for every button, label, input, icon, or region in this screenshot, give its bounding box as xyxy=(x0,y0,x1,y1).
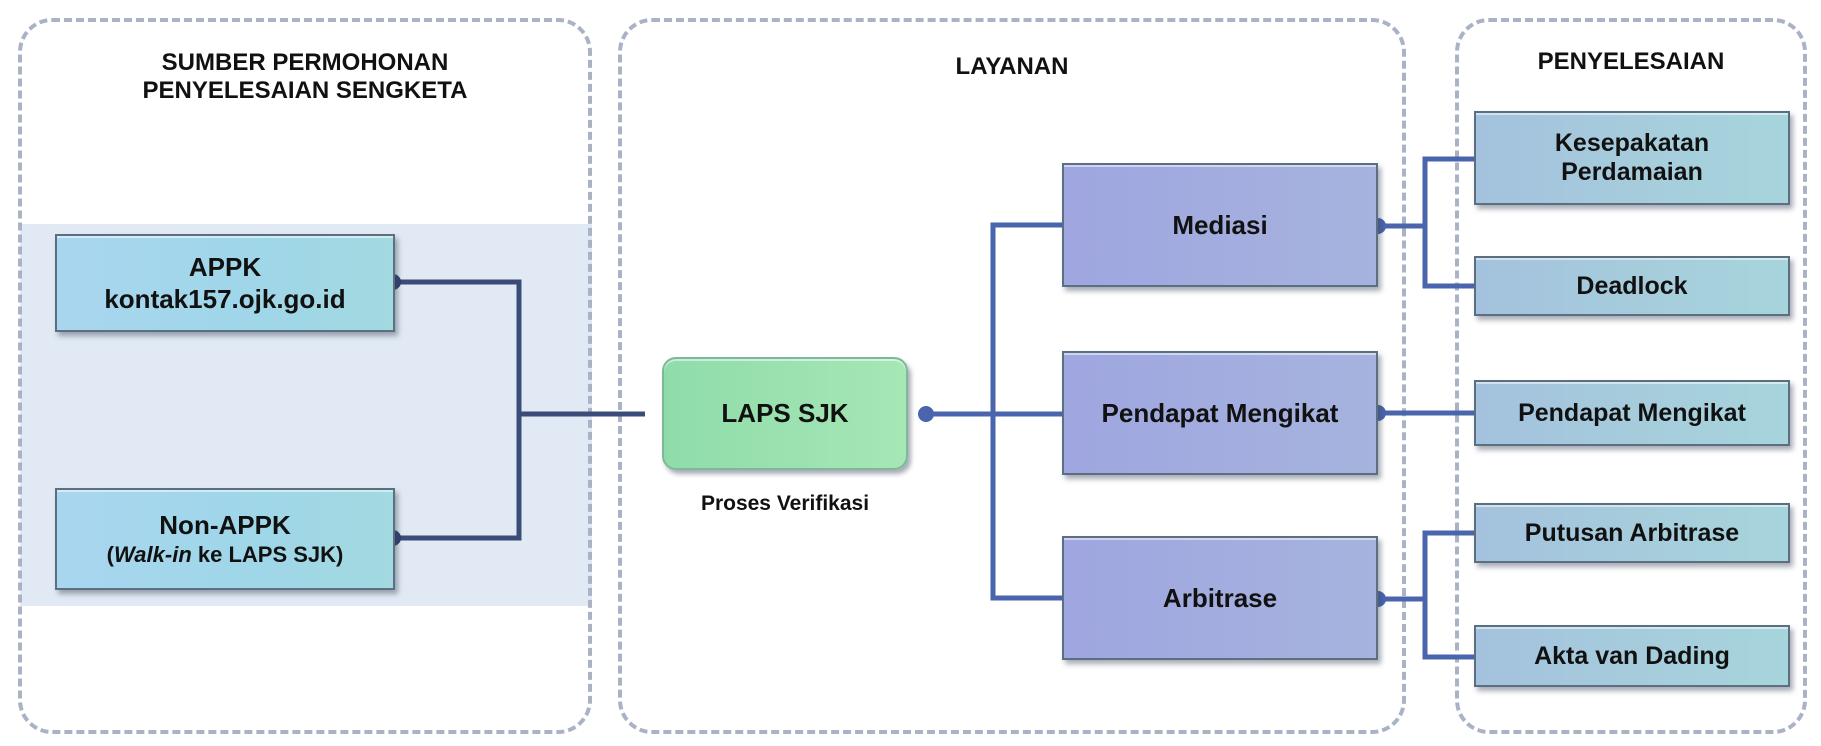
non-appk-connector xyxy=(393,414,522,541)
source-connectors xyxy=(393,279,645,541)
laps-sjk-box: LAPS SJK xyxy=(662,357,908,470)
appk-label: APPK xyxy=(188,252,262,282)
deadlock-box: Deadlock xyxy=(1474,256,1790,316)
kesepakatan-perdamaian-box: Kesepakatan Perdamaian xyxy=(1474,111,1790,205)
resolution-panel: PENYELESAIAN xyxy=(1455,18,1807,734)
source-panel: SUMBER PERMOHONAN PENYELESAIAN SENGKETA xyxy=(18,18,592,734)
laps-dot xyxy=(918,406,934,422)
pendapat-mengikat-box: Pendapat Mengikat xyxy=(1062,351,1378,475)
mediasi-box: Mediasi xyxy=(1062,163,1378,287)
appk-url: kontak157.ojk.go.id xyxy=(104,284,346,314)
walk-in-text: Walk-in xyxy=(113,542,192,567)
appk-box: APPK kontak157.ojk.go.id xyxy=(55,234,395,332)
non-appk-box: Non-APPK (Walk-in ke LAPS SJK) xyxy=(55,488,395,590)
mediasi-results-branch xyxy=(1422,156,1474,289)
non-appk-note: (Walk-in ke LAPS SJK) xyxy=(106,542,344,567)
arbitrase-box: Arbitrase xyxy=(1062,536,1378,660)
service-connectors xyxy=(926,156,1474,660)
pendapat-mengikat-result-box: Pendapat Mengikat xyxy=(1474,380,1790,446)
arbitrase-results-branch xyxy=(1422,530,1474,660)
putusan-arbitrase-box: Putusan Arbitrase xyxy=(1474,503,1790,563)
source-panel-title: SUMBER PERMOHONAN PENYELESAIAN SENGKETA xyxy=(142,49,468,104)
non-appk-label: Non-APPK xyxy=(159,510,291,540)
verification-caption: Proses Verifikasi xyxy=(700,492,870,515)
akta-van-dading-box: Akta van Dading xyxy=(1474,625,1790,687)
service-panel: LAYANAN xyxy=(618,18,1406,734)
appk-connector xyxy=(393,279,522,414)
service-panel-title: LAYANAN xyxy=(955,53,1069,80)
resolution-panel-title: PENYELESAIAN xyxy=(1537,48,1725,75)
